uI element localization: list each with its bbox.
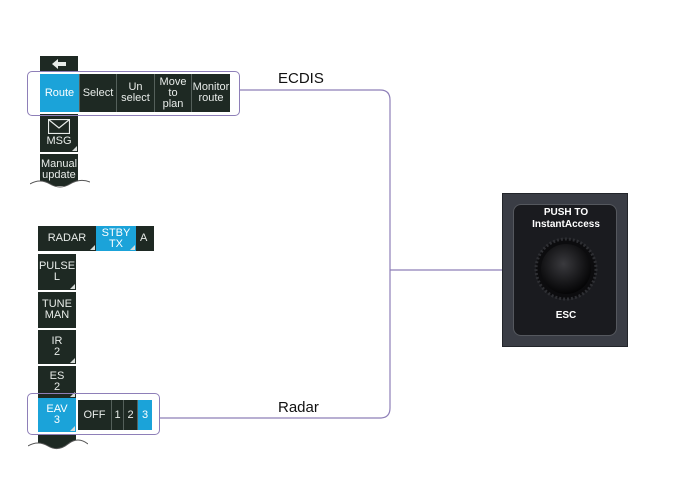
ecdis-label: ECDIS xyxy=(278,70,324,87)
radar-label: Radar xyxy=(278,399,319,416)
torn-edge xyxy=(30,179,90,194)
ecdis-callout-frame xyxy=(27,71,240,116)
radar-callout-frame xyxy=(27,393,160,435)
eav-option-off[interactable]: OFF xyxy=(78,400,112,430)
esc-label: ESC xyxy=(555,310,577,321)
torn-edge-radar xyxy=(28,439,88,454)
eav-button[interactable]: EAV 3 xyxy=(38,398,76,432)
arrow-left-icon xyxy=(52,59,66,69)
radar-panel: RADAR STBY TX A PULSE L TUNE MAN IR 2 ES… xyxy=(38,226,158,448)
a-button-partial[interactable]: A xyxy=(136,226,154,251)
stby-tx-button[interactable]: STBY TX xyxy=(96,226,136,251)
unselect-button[interactable]: Un select xyxy=(117,74,155,112)
msg-label: MSG xyxy=(46,135,72,147)
radar-button[interactable]: RADAR xyxy=(38,226,96,251)
back-button[interactable] xyxy=(40,56,78,72)
eav-option-2[interactable]: 2 xyxy=(124,400,138,430)
knob-title-1: PUSH TO xyxy=(543,207,589,218)
manual-update-button[interactable]: Manual update xyxy=(40,154,78,186)
ir-button[interactable]: IR 2 xyxy=(38,330,76,364)
eav-option-3[interactable]: 3 xyxy=(138,400,152,430)
radar-next-button-partial xyxy=(38,434,76,448)
eav-option-1[interactable]: 1 xyxy=(112,400,124,430)
knob-title-2: InstantAccess xyxy=(532,219,600,230)
es-button[interactable]: ES 2 xyxy=(38,366,76,398)
pulse-button[interactable]: PULSE L xyxy=(38,254,76,290)
msg-button[interactable]: MSG xyxy=(40,114,78,152)
rotary-knob[interactable] xyxy=(529,232,603,306)
move-to-plan-button[interactable]: Move to plan xyxy=(155,74,192,112)
select-button[interactable]: Select xyxy=(80,74,117,112)
route-button[interactable]: Route xyxy=(40,74,80,112)
tune-button[interactable]: TUNE MAN xyxy=(38,292,76,328)
ecdis-panel: Route Select Un select Move to plan Moni… xyxy=(38,56,233,186)
monitor-route-button[interactable]: Monitor route xyxy=(192,74,230,112)
envelope-icon xyxy=(48,119,70,134)
instant-access-knob-panel: PUSH TO InstantAccess ESC xyxy=(502,193,628,347)
